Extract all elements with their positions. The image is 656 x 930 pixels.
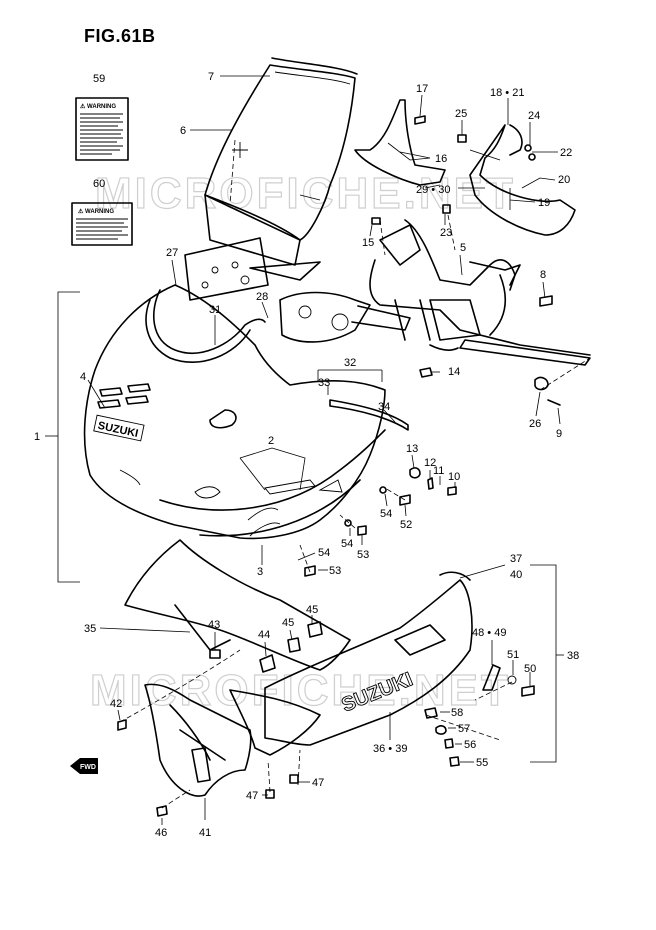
- callout-27: 27: [166, 247, 178, 259]
- warning-label-60-heading: ⚠ WARNING: [78, 208, 114, 215]
- callout-58: 58: [451, 707, 463, 719]
- callout-40: 40: [510, 569, 522, 581]
- callout-33: 33: [318, 377, 330, 389]
- upper-cowling: SUZUKI: [83, 284, 386, 540]
- leader-lines: [87, 75, 591, 825]
- callout-10: 10: [448, 471, 460, 483]
- warning-label-59: ⚠ WARNING: [75, 97, 129, 161]
- callout-45-a: 45: [306, 604, 318, 616]
- callout-54-c: 54: [318, 547, 330, 559]
- fasteners: [117, 115, 536, 817]
- callout-59: 59: [93, 73, 105, 85]
- callout-31: 31: [209, 304, 221, 316]
- callout-16: 16: [435, 153, 447, 165]
- callout-19: 19: [538, 197, 550, 209]
- windscreen: [204, 57, 358, 241]
- callout-32: 32: [344, 357, 356, 369]
- callout-41: 41: [199, 827, 211, 839]
- callout-43: 43: [208, 619, 220, 631]
- watermark-top: MICROFICHE.NET: [95, 169, 516, 218]
- callout-57: 57: [458, 723, 470, 735]
- callout-54-a: 54: [380, 508, 392, 520]
- callout-28: 28: [256, 291, 268, 303]
- meter-bracket: [184, 194, 411, 343]
- callout-17: 17: [416, 83, 428, 95]
- callout-5: 5: [460, 242, 466, 254]
- figure-title: FIG.61B: [84, 26, 156, 46]
- callout-numbers: 59 60 7 6 17 18 • 21 25 24 22 16 29 • 30…: [34, 71, 579, 839]
- callout-11: 11: [433, 465, 444, 477]
- callout-55: 55: [476, 757, 488, 769]
- callout-34: 34: [378, 401, 390, 413]
- callout-14: 14: [448, 366, 460, 378]
- callout-50: 50: [524, 663, 536, 675]
- callout-60: 60: [93, 178, 105, 190]
- callout-22: 22: [560, 147, 572, 159]
- bracket-48-49: [482, 664, 535, 697]
- callout-42: 42: [110, 698, 122, 710]
- callout-12: 12: [424, 457, 436, 469]
- callout-18-21: 18 • 21: [490, 87, 524, 99]
- callout-51: 51: [507, 649, 519, 661]
- callout-2: 2: [268, 435, 274, 447]
- callout-29-30: 29 • 30: [416, 184, 450, 196]
- callout-7: 7: [208, 71, 214, 83]
- callout-8: 8: [540, 269, 546, 281]
- callout-6: 6: [180, 125, 186, 137]
- callout-4: 4: [80, 371, 86, 383]
- callout-9: 9: [556, 428, 562, 440]
- callout-47-a: 47: [312, 777, 324, 789]
- callout-26: 26: [529, 418, 541, 430]
- callout-25: 25: [455, 108, 467, 120]
- callout-37: 37: [510, 553, 522, 565]
- callout-3: 3: [257, 566, 263, 578]
- watermark-bottom: MICROFICHE.NET: [90, 666, 511, 715]
- callout-44: 44: [258, 629, 270, 641]
- callout-53-a: 53: [357, 549, 369, 561]
- under-cowling-41: [144, 683, 252, 797]
- callout-48-49: 48 • 49: [472, 627, 506, 639]
- callout-24: 24: [528, 110, 540, 122]
- callout-20: 20: [558, 174, 570, 186]
- callout-52: 52: [400, 519, 412, 531]
- fwd-badge-text: FWD: [80, 764, 96, 771]
- callout-47-b: 47: [246, 790, 258, 802]
- bracket-lines: [45, 291, 564, 763]
- callout-45-b: 45: [282, 617, 294, 629]
- callout-46: 46: [155, 827, 167, 839]
- callout-56: 56: [464, 739, 476, 751]
- fwd-arrow-icon: FWD: [70, 758, 98, 774]
- callout-38: 38: [567, 650, 579, 662]
- callout-13: 13: [406, 443, 418, 455]
- callout-53-b: 53: [329, 565, 341, 577]
- trim-strip-34: [329, 399, 409, 431]
- callout-36-39: 36 • 39: [373, 743, 407, 755]
- callout-1: 1: [34, 431, 40, 443]
- callout-54-b: 54: [341, 538, 353, 550]
- warning-label-59-heading: ⚠ WARNING: [80, 103, 116, 110]
- callout-35: 35: [84, 623, 96, 635]
- callout-15: 15: [362, 237, 374, 249]
- warning-label-60: ⚠ WARNING: [71, 202, 133, 246]
- callout-23: 23: [440, 227, 452, 239]
- mirror-bracket-upper: [354, 99, 576, 236]
- fairing-frame: [369, 219, 591, 366]
